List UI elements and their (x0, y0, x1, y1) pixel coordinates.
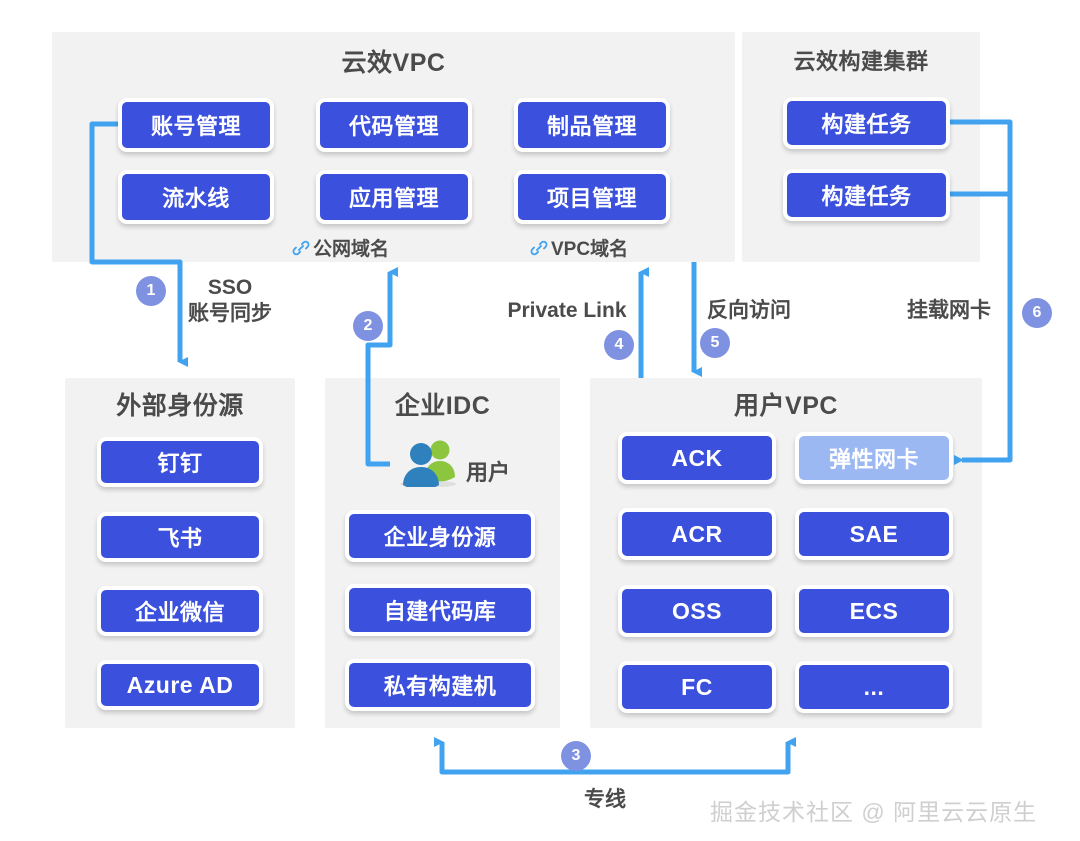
badge-flow-5: 5 (700, 328, 730, 358)
node-elastic-nic[interactable]: 弹性网卡 (795, 432, 953, 484)
panel-title-enterprise-idc: 企业IDC (394, 392, 491, 420)
label-vpc-domain: VPC域名 (529, 234, 628, 261)
link-icon (529, 238, 549, 258)
node-dingtalk[interactable]: 钉钉 (97, 437, 263, 487)
label-public-domain-text: 公网域名 (313, 239, 390, 260)
node-acr[interactable]: ACR (618, 508, 776, 560)
node-sae[interactable]: SAE (795, 508, 953, 560)
badge-flow-6: 6 (1022, 298, 1052, 328)
node-app-management[interactable]: 应用管理 (316, 170, 472, 224)
users-label: 用户 (466, 460, 511, 485)
panel-title-build-cluster: 云效构建集群 (793, 49, 929, 74)
users-icon (392, 437, 464, 491)
watermark: 掘金技术社区 @ 阿里云云原生 (710, 799, 1038, 825)
node-self-hosted-repo[interactable]: 自建代码库 (345, 584, 535, 636)
node-wecom[interactable]: 企业微信 (97, 586, 263, 636)
node-artifact-management[interactable]: 制品管理 (514, 98, 670, 152)
flow-label-attach-eni: 挂载网卡 (897, 298, 1001, 324)
panel-title-yunxiao-vpc: 云效VPC (341, 49, 446, 77)
flow-label-sso-line2: 账号同步 (188, 302, 272, 326)
badge-flow-2: 2 (353, 311, 383, 341)
flow-label-reverse-access-text: 反向访问 (707, 299, 791, 322)
node-account-management[interactable]: 账号管理 (118, 98, 274, 152)
node-feishu[interactable]: 飞书 (97, 512, 263, 562)
node-build-task-2[interactable]: 构建任务 (783, 169, 950, 221)
panel-title-user-vpc: 用户VPC (734, 392, 838, 420)
flow-label-leased-line-text: 专线 (584, 788, 626, 811)
node-fc[interactable]: FC (618, 661, 776, 713)
node-code-management[interactable]: 代码管理 (316, 98, 472, 152)
flow-label-sso-line1: SSO (207, 276, 253, 299)
node-enterprise-idp[interactable]: 企业身份源 (345, 510, 535, 562)
link-icon (291, 238, 311, 258)
label-vpc-domain-text: VPC域名 (551, 239, 629, 260)
node-more[interactable]: ... (795, 661, 953, 713)
flow-label-attach-eni-text: 挂载网卡 (907, 299, 991, 322)
node-pipeline[interactable]: 流水线 (118, 170, 274, 224)
node-ack[interactable]: ACK (618, 432, 776, 484)
panel-title-external-idp: 外部身份源 (116, 392, 244, 420)
badge-flow-4: 4 (604, 330, 634, 360)
node-project-management[interactable]: 项目管理 (514, 170, 670, 224)
node-ecs[interactable]: ECS (795, 585, 953, 637)
badge-flow-3: 3 (561, 741, 591, 771)
flow-label-sso: SSO 账号同步 (178, 275, 282, 328)
wire-leased-line (434, 737, 796, 775)
node-oss[interactable]: OSS (618, 585, 776, 637)
flow-label-private-link-text: Private Link (507, 299, 627, 322)
label-public-domain: 公网域名 (291, 234, 389, 261)
flow-label-private-link: Private Link (500, 298, 634, 324)
node-build-task-1[interactable]: 构建任务 (783, 97, 950, 149)
badge-flow-1: 1 (136, 276, 166, 306)
node-private-build-machine[interactable]: 私有构建机 (345, 659, 535, 711)
flow-label-leased-line: 专线 (560, 787, 650, 813)
node-azure-ad[interactable]: Azure AD (97, 660, 263, 710)
flow-label-reverse-access: 反向访问 (703, 298, 795, 324)
